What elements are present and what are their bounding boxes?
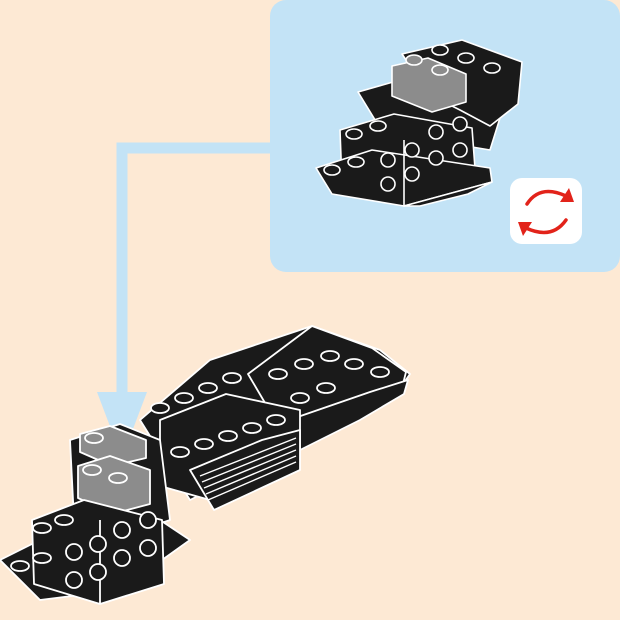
- rotate-badge: [510, 178, 582, 244]
